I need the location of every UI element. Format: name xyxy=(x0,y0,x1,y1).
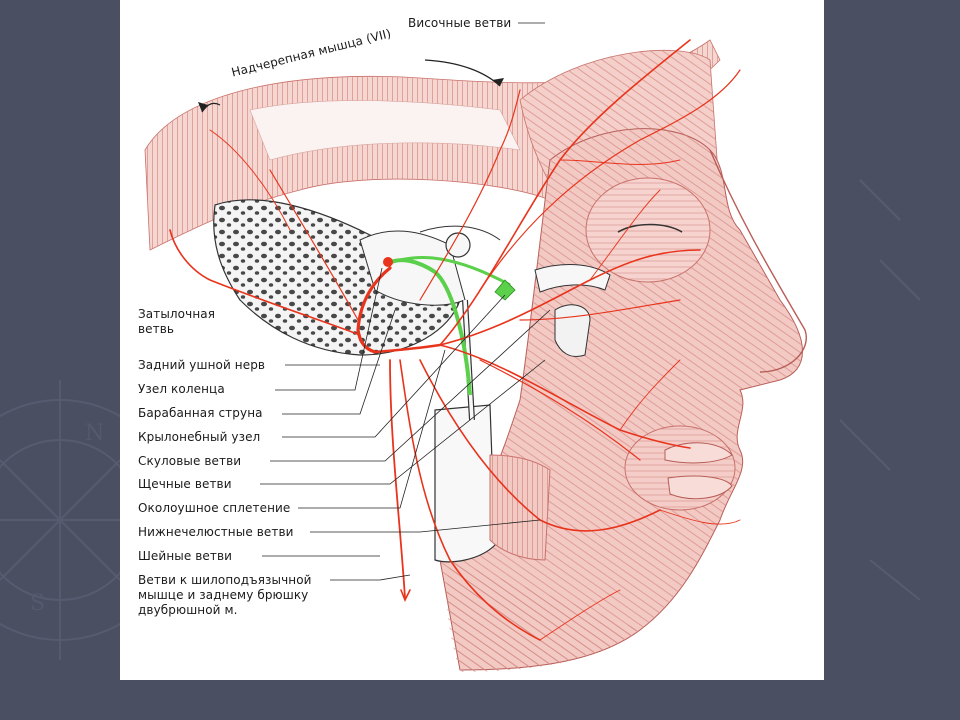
svg-text:S: S xyxy=(30,591,45,616)
chorda-tympani-nerve xyxy=(383,256,516,396)
facial-nerve-illustration xyxy=(144,22,807,672)
label-leaders xyxy=(260,22,551,581)
label-chorda-tympani: Барабанная струна xyxy=(138,406,263,420)
label-stylohyoid-digastric: Ветви к шилоподъязычной мышце и заднему … xyxy=(138,573,312,617)
label-geniculate-ganglion: Узел коленца xyxy=(138,382,225,396)
facial-nerve-branches xyxy=(169,39,741,641)
label-posterior-auricular: Задний ушной нерв xyxy=(138,358,266,372)
label-cervical: Шейные ветви xyxy=(138,549,233,563)
temporal-bone xyxy=(213,199,611,563)
diagram-panel: Височные ветви Надчерепная мышца (VII) З… xyxy=(120,0,824,680)
label-mandibular: Нижнечелюстные ветви xyxy=(138,525,294,539)
label-pterygopalatine: Крылонебный узел xyxy=(138,430,261,444)
label-buccal: Щечные ветви xyxy=(138,477,232,491)
label-parotid-plexus: Околоушное сплетение xyxy=(138,501,291,515)
label-occipital-branch: Затылочная ветвь xyxy=(138,307,216,336)
svg-text:N: N xyxy=(85,421,104,446)
epicranius-arrows xyxy=(198,59,504,113)
label-temporal-branches: Височные ветви xyxy=(408,16,512,30)
label-zygomatic: Скуловые ветви xyxy=(138,454,242,468)
